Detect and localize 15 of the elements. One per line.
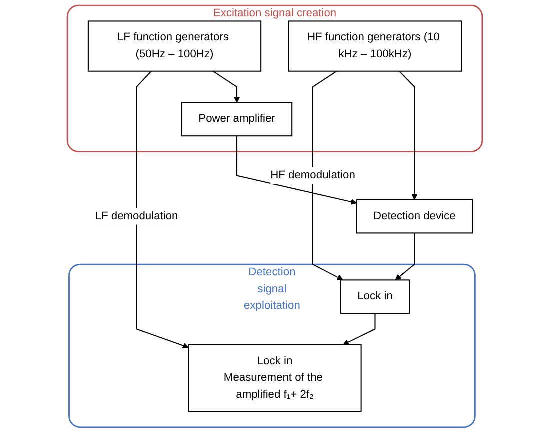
arrow <box>136 71 189 349</box>
arrow <box>312 70 344 280</box>
arrow <box>399 71 418 200</box>
node-box: Lock in Measurement of the amplified f₁+ 2f₂ <box>188 344 362 412</box>
edge-label: LF demodulation <box>95 210 178 222</box>
node-box: Power amplifier <box>181 102 293 137</box>
arrow <box>395 233 416 280</box>
arrow <box>236 136 358 205</box>
node-box: Detection device <box>356 199 474 234</box>
node-box: HF function generators (10 kHz – 100kHz) <box>288 20 462 72</box>
edge-label: HF demodulation <box>270 170 356 182</box>
arrow <box>212 70 240 103</box>
node-box: Lock in <box>340 280 410 314</box>
arrow <box>342 314 376 346</box>
node-box: LF function generators (50Hz – 100Hz) <box>88 20 262 72</box>
